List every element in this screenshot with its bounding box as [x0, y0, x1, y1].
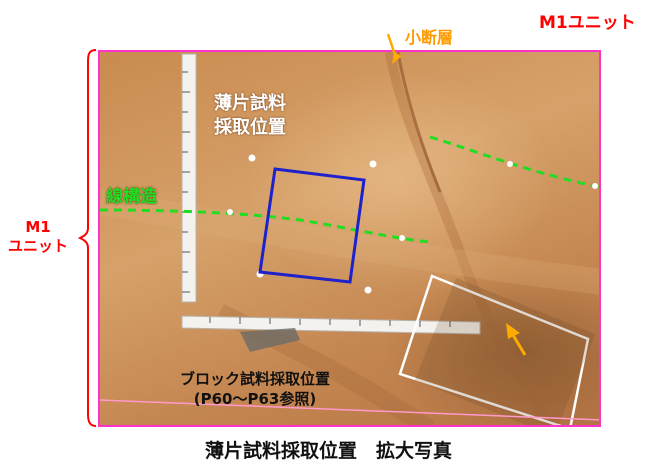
soil-streak: [385, 52, 554, 425]
side-bracket-line: [77, 49, 97, 427]
thin-section-sample-box: [258, 167, 366, 284]
marker-pin: [507, 161, 513, 167]
lineament-label: 線構造: [106, 187, 157, 207]
block-sample-label-line2: (P60〜P63参照): [193, 390, 317, 408]
thin-section-position-label: 薄片試料 採取位置: [214, 92, 286, 140]
soil-streak: [100, 189, 599, 295]
thin-section-position-line2: 採取位置: [214, 117, 286, 138]
marker-pin: [369, 160, 377, 168]
vertical-ruler: [181, 53, 197, 303]
marker-pin: [364, 286, 372, 294]
marker-pin: [592, 183, 598, 189]
lineament-line-right: [429, 135, 599, 189]
block-sample-label-line1: ブロック試料採取位置: [179, 370, 330, 388]
bottom-guide-line: [100, 399, 599, 421]
unit-label-side-line2: ユニット: [8, 237, 69, 255]
field-photo: [98, 50, 601, 427]
inset-arrow-line: [511, 334, 527, 356]
marker-pin: [227, 209, 233, 215]
inset-dark-area: [414, 277, 596, 425]
figure-caption: 薄片試料採取位置 拡大写真: [204, 440, 452, 462]
vertical-ruler-ticks: [182, 71, 190, 293]
thin-section-position-line1: 薄片試料: [214, 93, 286, 114]
small-fault-line: [396, 52, 442, 193]
inset-arrow-head: [506, 323, 520, 339]
unit-label-side: M1 ユニット: [8, 218, 68, 256]
marker-pin: [399, 235, 405, 241]
marker-pin: [248, 154, 256, 162]
horizontal-ruler: [181, 315, 481, 335]
horizontal-ruler-ticks: [209, 317, 451, 327]
block-sample-label: ブロック試料採取位置 (P60〜P63参照): [140, 369, 370, 409]
unit-label-top: M1ユニット: [539, 13, 636, 33]
photo-overlay: [100, 52, 599, 425]
block-sample-inset-box: [398, 274, 590, 425]
unit-label-side-line1: M1: [25, 218, 51, 236]
small-fault-label: 小断層: [405, 28, 454, 47]
hand-tool: [240, 328, 300, 352]
